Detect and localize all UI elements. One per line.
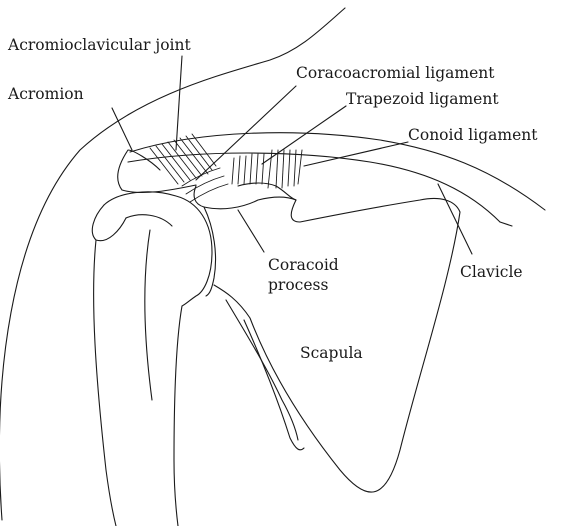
- label-conoid-ligament: Conoid ligament: [408, 126, 538, 144]
- coracoacromial-ligament-fibers: [182, 168, 228, 202]
- humerus-shaft-right: [174, 306, 182, 526]
- humerus-shaft-left: [94, 240, 116, 526]
- humerus-groove: [145, 230, 152, 400]
- clavicle-tip: [500, 222, 512, 226]
- label-coracoid-process-line1: Coracoid: [268, 256, 339, 274]
- label-coracoacromial-ligament: Coracoacromial ligament: [296, 64, 495, 82]
- label-acromioclavicular-joint: Acromioclavicular joint: [7, 36, 191, 54]
- label-scapula: Scapula: [300, 344, 363, 362]
- leader-acromioclavicular-joint: [176, 56, 182, 150]
- leader-conoid-ligament: [304, 142, 408, 166]
- label-coracoid-process-line2: process: [268, 276, 328, 294]
- leader-coracoid-process: [238, 210, 264, 252]
- trapezoid-ligament-fibers: [232, 154, 264, 184]
- humerus-neck: [126, 215, 172, 226]
- scapula-inner-ridge: [226, 300, 298, 440]
- humerus-tubercle: [92, 205, 126, 241]
- label-trapezoid-ligament: Trapezoid ligament: [346, 90, 499, 108]
- label-acromion: Acromion: [7, 85, 84, 103]
- leader-clavicle: [438, 184, 472, 254]
- label-clavicle: Clavicle: [460, 263, 523, 281]
- humerus-head: [104, 192, 212, 306]
- acromioclavicular-ligament-fibers: [150, 134, 216, 184]
